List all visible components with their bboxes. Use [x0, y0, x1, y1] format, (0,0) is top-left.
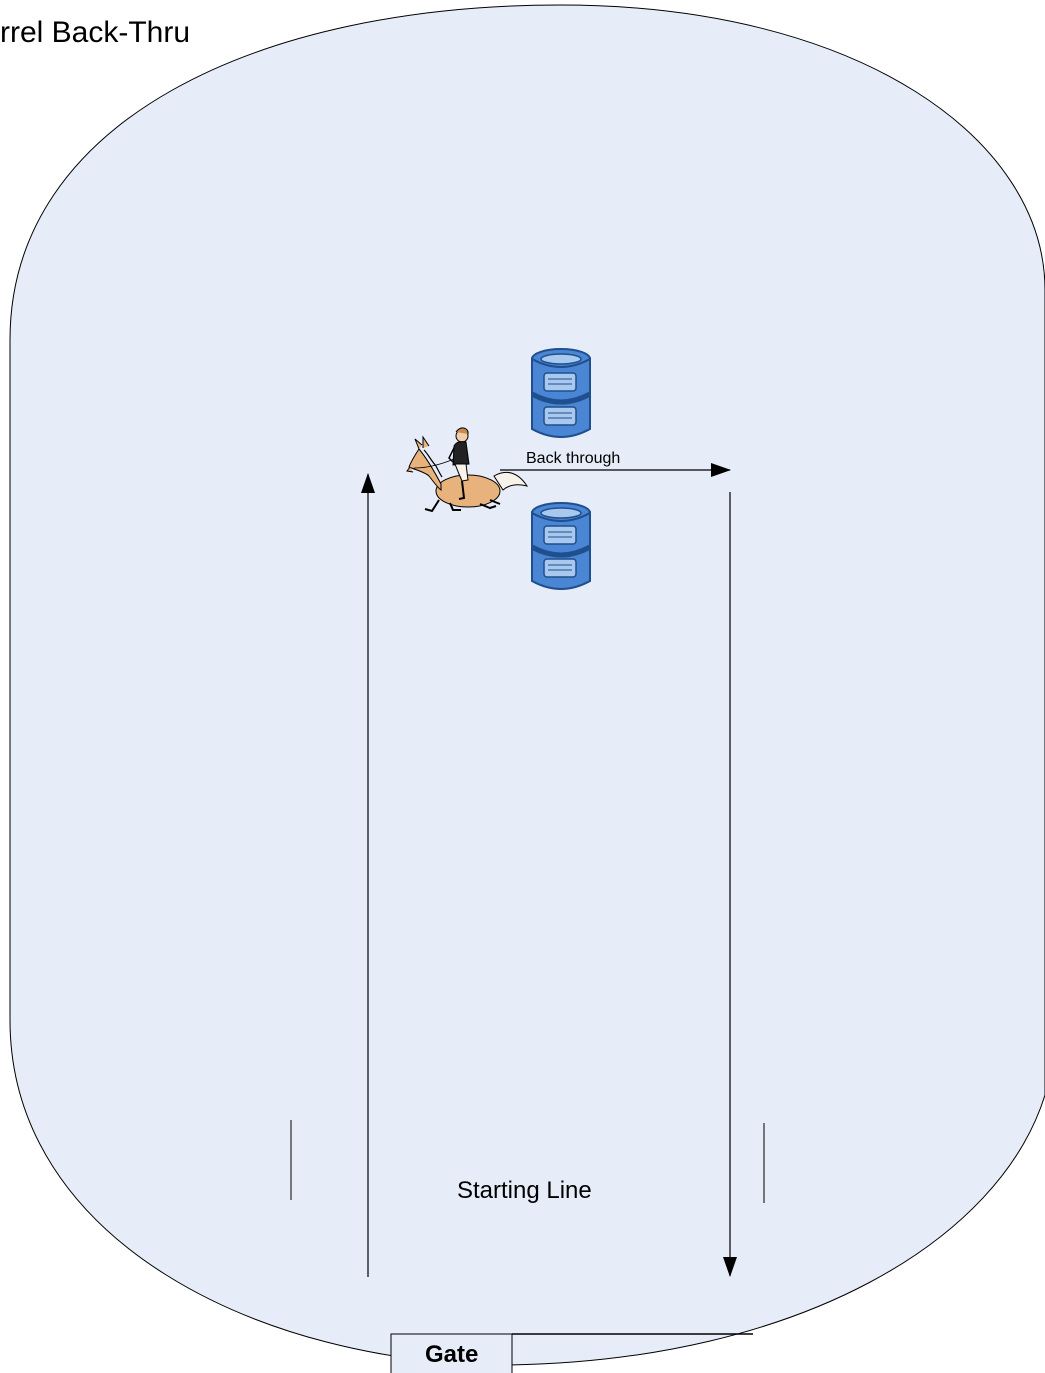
- diagram-title: rrel Back-Thru: [0, 16, 190, 49]
- gate-box: [390, 1333, 513, 1373]
- starting-line-label: Starting Line: [457, 1177, 592, 1204]
- arena-outline: [9, 4, 1045, 1366]
- gate-label: Gate: [425, 1341, 478, 1368]
- barrel-icon: [530, 348, 592, 438]
- back-through-label: Back through: [526, 450, 620, 467]
- barrel-icon: [530, 502, 592, 590]
- horse-rider-icon: [406, 427, 529, 513]
